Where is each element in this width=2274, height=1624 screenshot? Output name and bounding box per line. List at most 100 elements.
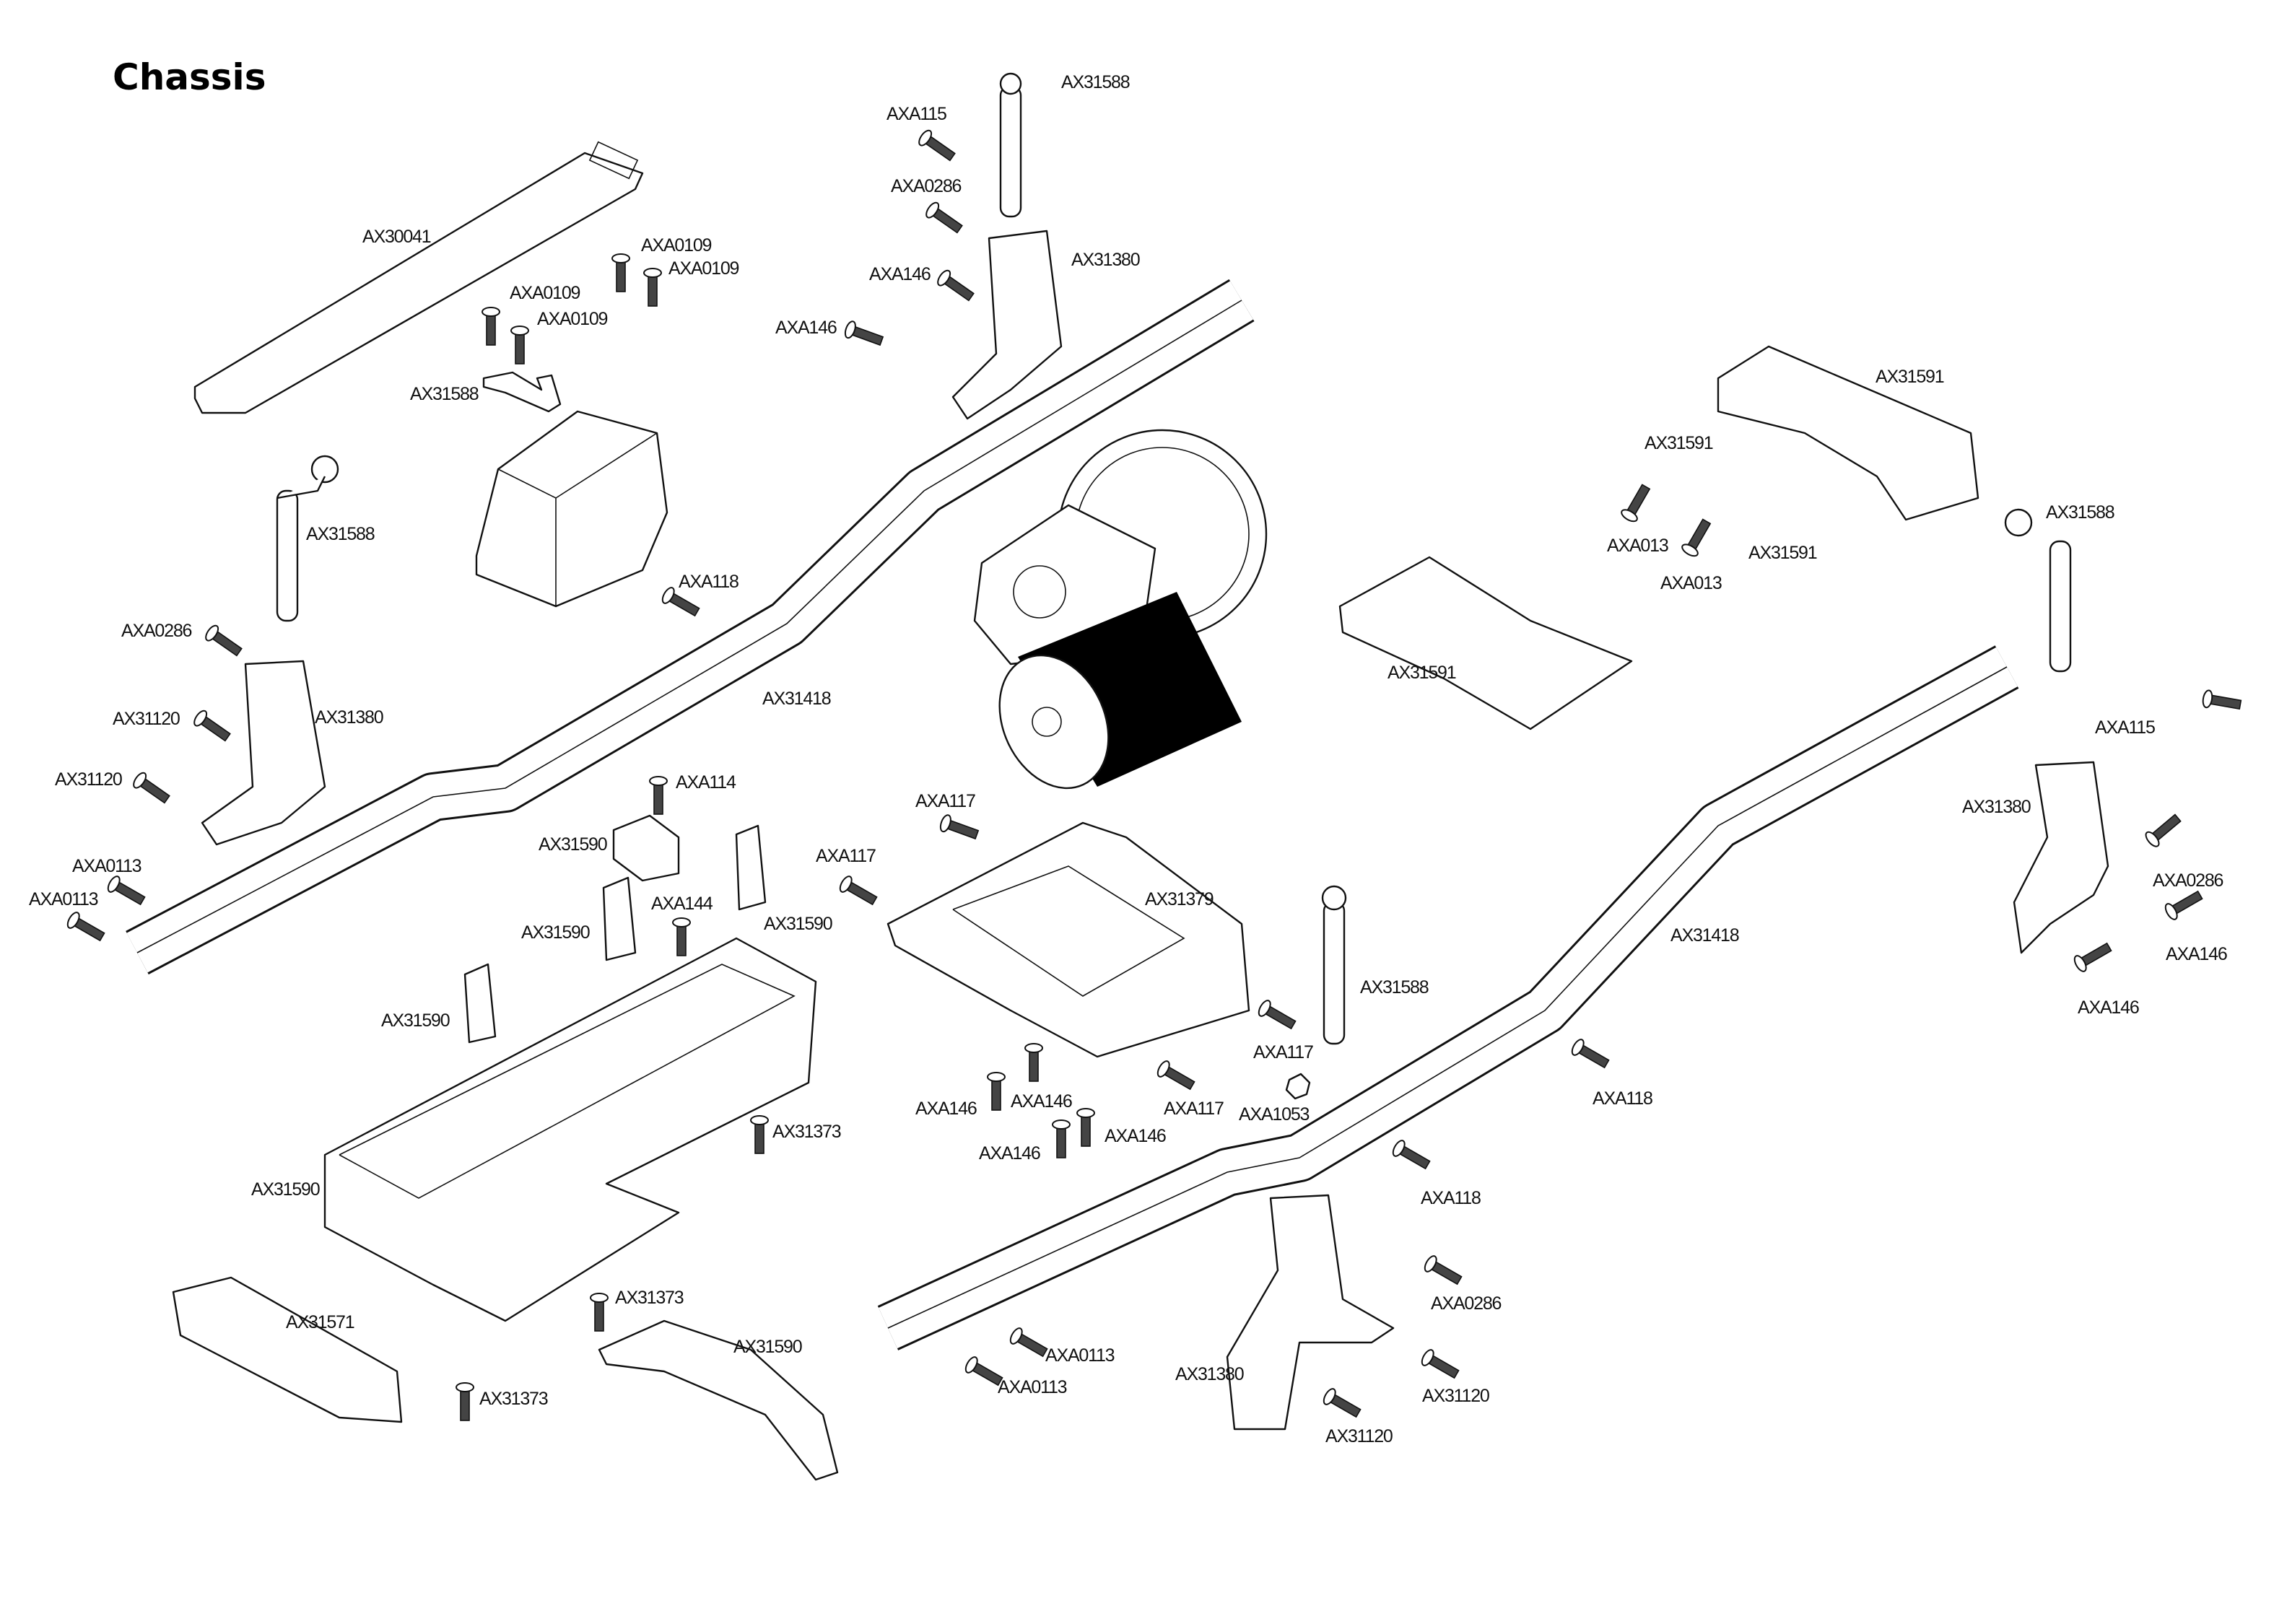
part-number-label: AX31120 [1422, 1386, 1489, 1406]
part-number-label: AX31418 [762, 689, 831, 709]
part-number-label: AXA117 [1253, 1042, 1313, 1062]
part-number-label: AXA115 [886, 104, 946, 124]
screw [1424, 1255, 1463, 1285]
screw [205, 624, 243, 657]
part-number-label: AX31380 [1962, 797, 2031, 817]
screw [1392, 1140, 1431, 1170]
part-number-label: AX31373 [772, 1122, 841, 1142]
screw [649, 776, 668, 815]
part-number-label: AXA146 [1011, 1091, 1072, 1112]
part-number-label: AXA115 [2095, 717, 2155, 738]
part-number-label: AX31120 [55, 769, 122, 790]
screw [987, 1072, 1006, 1111]
screw [672, 917, 691, 956]
frame-rail-left [126, 279, 1255, 975]
part-number-label: AX31418 [1670, 925, 1739, 946]
screw [2073, 942, 2112, 972]
shock-tower-rear-left [201, 660, 326, 846]
battery-tray [323, 937, 817, 1322]
part-number-label: AXA114 [676, 772, 736, 793]
body-post-3 [2004, 508, 2072, 673]
screw [66, 912, 105, 942]
shock-tower-rear-right [1226, 1194, 1395, 1431]
battery-tray-clip-3 [602, 876, 637, 961]
screw [482, 307, 500, 346]
part-number-label: AX31590 [521, 922, 590, 943]
part-number-label: AX31571 [286, 1312, 354, 1332]
part-number-label: AXA146 [2166, 944, 2227, 964]
nut [1285, 1073, 1311, 1100]
servo-bracket [172, 1276, 403, 1423]
body-post-1 [999, 72, 1022, 218]
part-number-label: AXA0286 [2153, 870, 2223, 891]
part-number-label: AX31590 [733, 1337, 802, 1357]
part-number-label: AXA0113 [1045, 1345, 1115, 1366]
part-number-label: AXA146 [2078, 997, 2139, 1018]
screw [1621, 484, 1651, 523]
part-number-label: AX31379 [1145, 889, 1214, 909]
frame-rail-right [877, 645, 2019, 1350]
part-number-label: AXA0109 [537, 309, 608, 329]
screw [1052, 1119, 1071, 1158]
part-number-label: AXA013 [1660, 573, 1722, 593]
screw [661, 587, 700, 617]
part-number-label: AXA117 [1164, 1099, 1224, 1119]
part-number-label: AX31590 [381, 1010, 450, 1031]
part-number-label: AXA0286 [891, 176, 962, 196]
battery-tray-clip-4 [463, 963, 497, 1044]
part-number-label: AX31588 [1360, 977, 1429, 997]
screw [510, 326, 529, 364]
screw [1681, 518, 1712, 557]
part-number-label: AXA146 [979, 1143, 1040, 1164]
screw [925, 201, 963, 234]
screw [750, 1115, 769, 1154]
body-post-4 [1321, 885, 1347, 1045]
crossmember-front [1717, 345, 1979, 521]
screws-group [66, 129, 2242, 1421]
screw [839, 876, 878, 906]
screw [1024, 1043, 1043, 1082]
part-number-label: AX31373 [615, 1288, 684, 1308]
part-number-label: AX31588 [1061, 72, 1130, 92]
part-number-label: AX31120 [113, 709, 180, 729]
servo-mount [482, 371, 562, 413]
shock-tower-front-left [951, 230, 1063, 420]
part-number-label: AXA146 [915, 1099, 977, 1119]
part-number-label: AX31591 [1644, 433, 1713, 453]
part-number-label: AXA146 [1105, 1126, 1166, 1146]
screw [939, 814, 980, 840]
screw [1323, 1388, 1362, 1418]
part-number-label: AXA117 [915, 791, 975, 811]
page-title: Chassis [113, 56, 266, 98]
part-number-label: AXA117 [816, 846, 876, 866]
motor [998, 592, 1242, 790]
screw [456, 1382, 474, 1421]
part-number-label: AXA0109 [641, 235, 712, 256]
part-number-label: AX31120 [1325, 1426, 1393, 1446]
part-number-label: AXA118 [1421, 1188, 1481, 1208]
screw [107, 876, 146, 906]
skid-plate [886, 821, 1250, 1058]
part-number-label: AX30041 [362, 227, 431, 247]
part-number-label: AX31380 [1175, 1364, 1244, 1384]
part-number-label: AXA0109 [668, 258, 739, 279]
screw [2202, 689, 2242, 710]
screw [918, 129, 956, 162]
shock-tower-front-right [2013, 761, 2109, 954]
screw [1009, 1327, 1048, 1358]
screw [590, 1293, 609, 1332]
part-number-label: AX31588 [410, 384, 479, 404]
screw [1258, 1000, 1297, 1030]
part-number-label: AXA0286 [1431, 1293, 1502, 1314]
screw [1571, 1039, 1610, 1069]
battery-tray-clip-1 [612, 814, 680, 882]
battery-tray-clip-2 [735, 824, 767, 911]
part-number-label: AX31590 [539, 834, 607, 855]
part-number-label: AXA0113 [998, 1377, 1067, 1397]
part-number-label: AX31380 [315, 707, 383, 728]
body-post-2 [276, 455, 339, 622]
part-number-label: AXA1053 [1239, 1104, 1310, 1125]
rear-mount [598, 1319, 839, 1481]
screw [193, 710, 231, 742]
